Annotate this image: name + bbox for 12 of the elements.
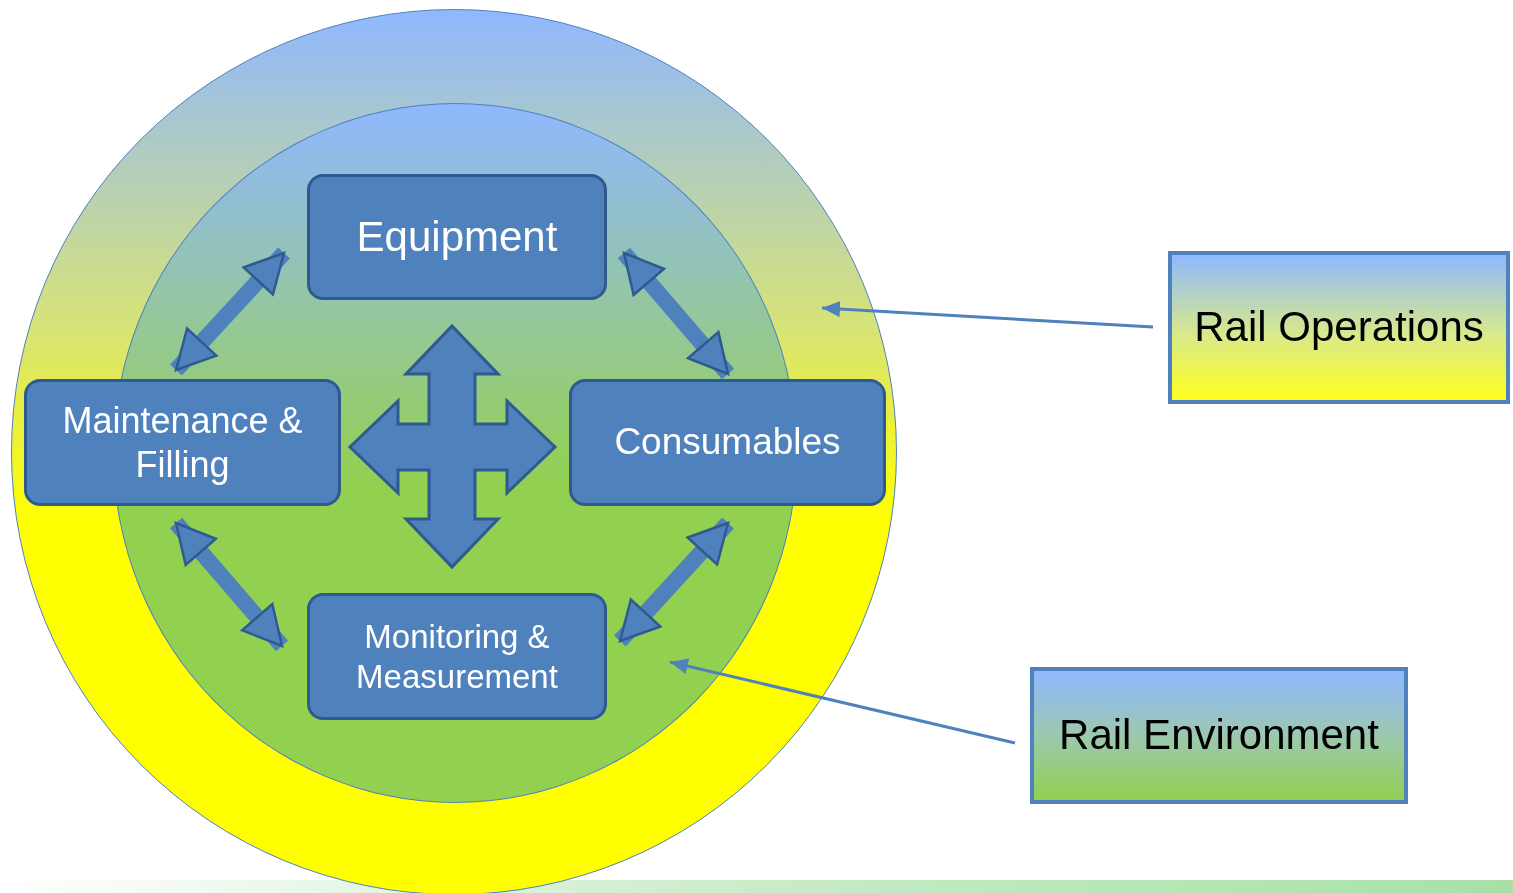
double-arrow: [169, 517, 289, 652]
leader-arrow: [821, 301, 1154, 329]
double-arrow: [617, 247, 735, 380]
process-box: Maintenance & Filling: [24, 379, 341, 506]
context-box: Rail Operations: [1168, 251, 1510, 404]
context-box: Rail Environment: [1030, 667, 1408, 804]
process-box: Monitoring & Measurement: [307, 593, 607, 720]
double-arrow: [614, 517, 734, 647]
process-box: Consumables: [569, 379, 886, 506]
process-box: Equipment: [307, 174, 607, 300]
leader-arrow: [669, 658, 1016, 745]
double-arrow: [170, 247, 290, 376]
